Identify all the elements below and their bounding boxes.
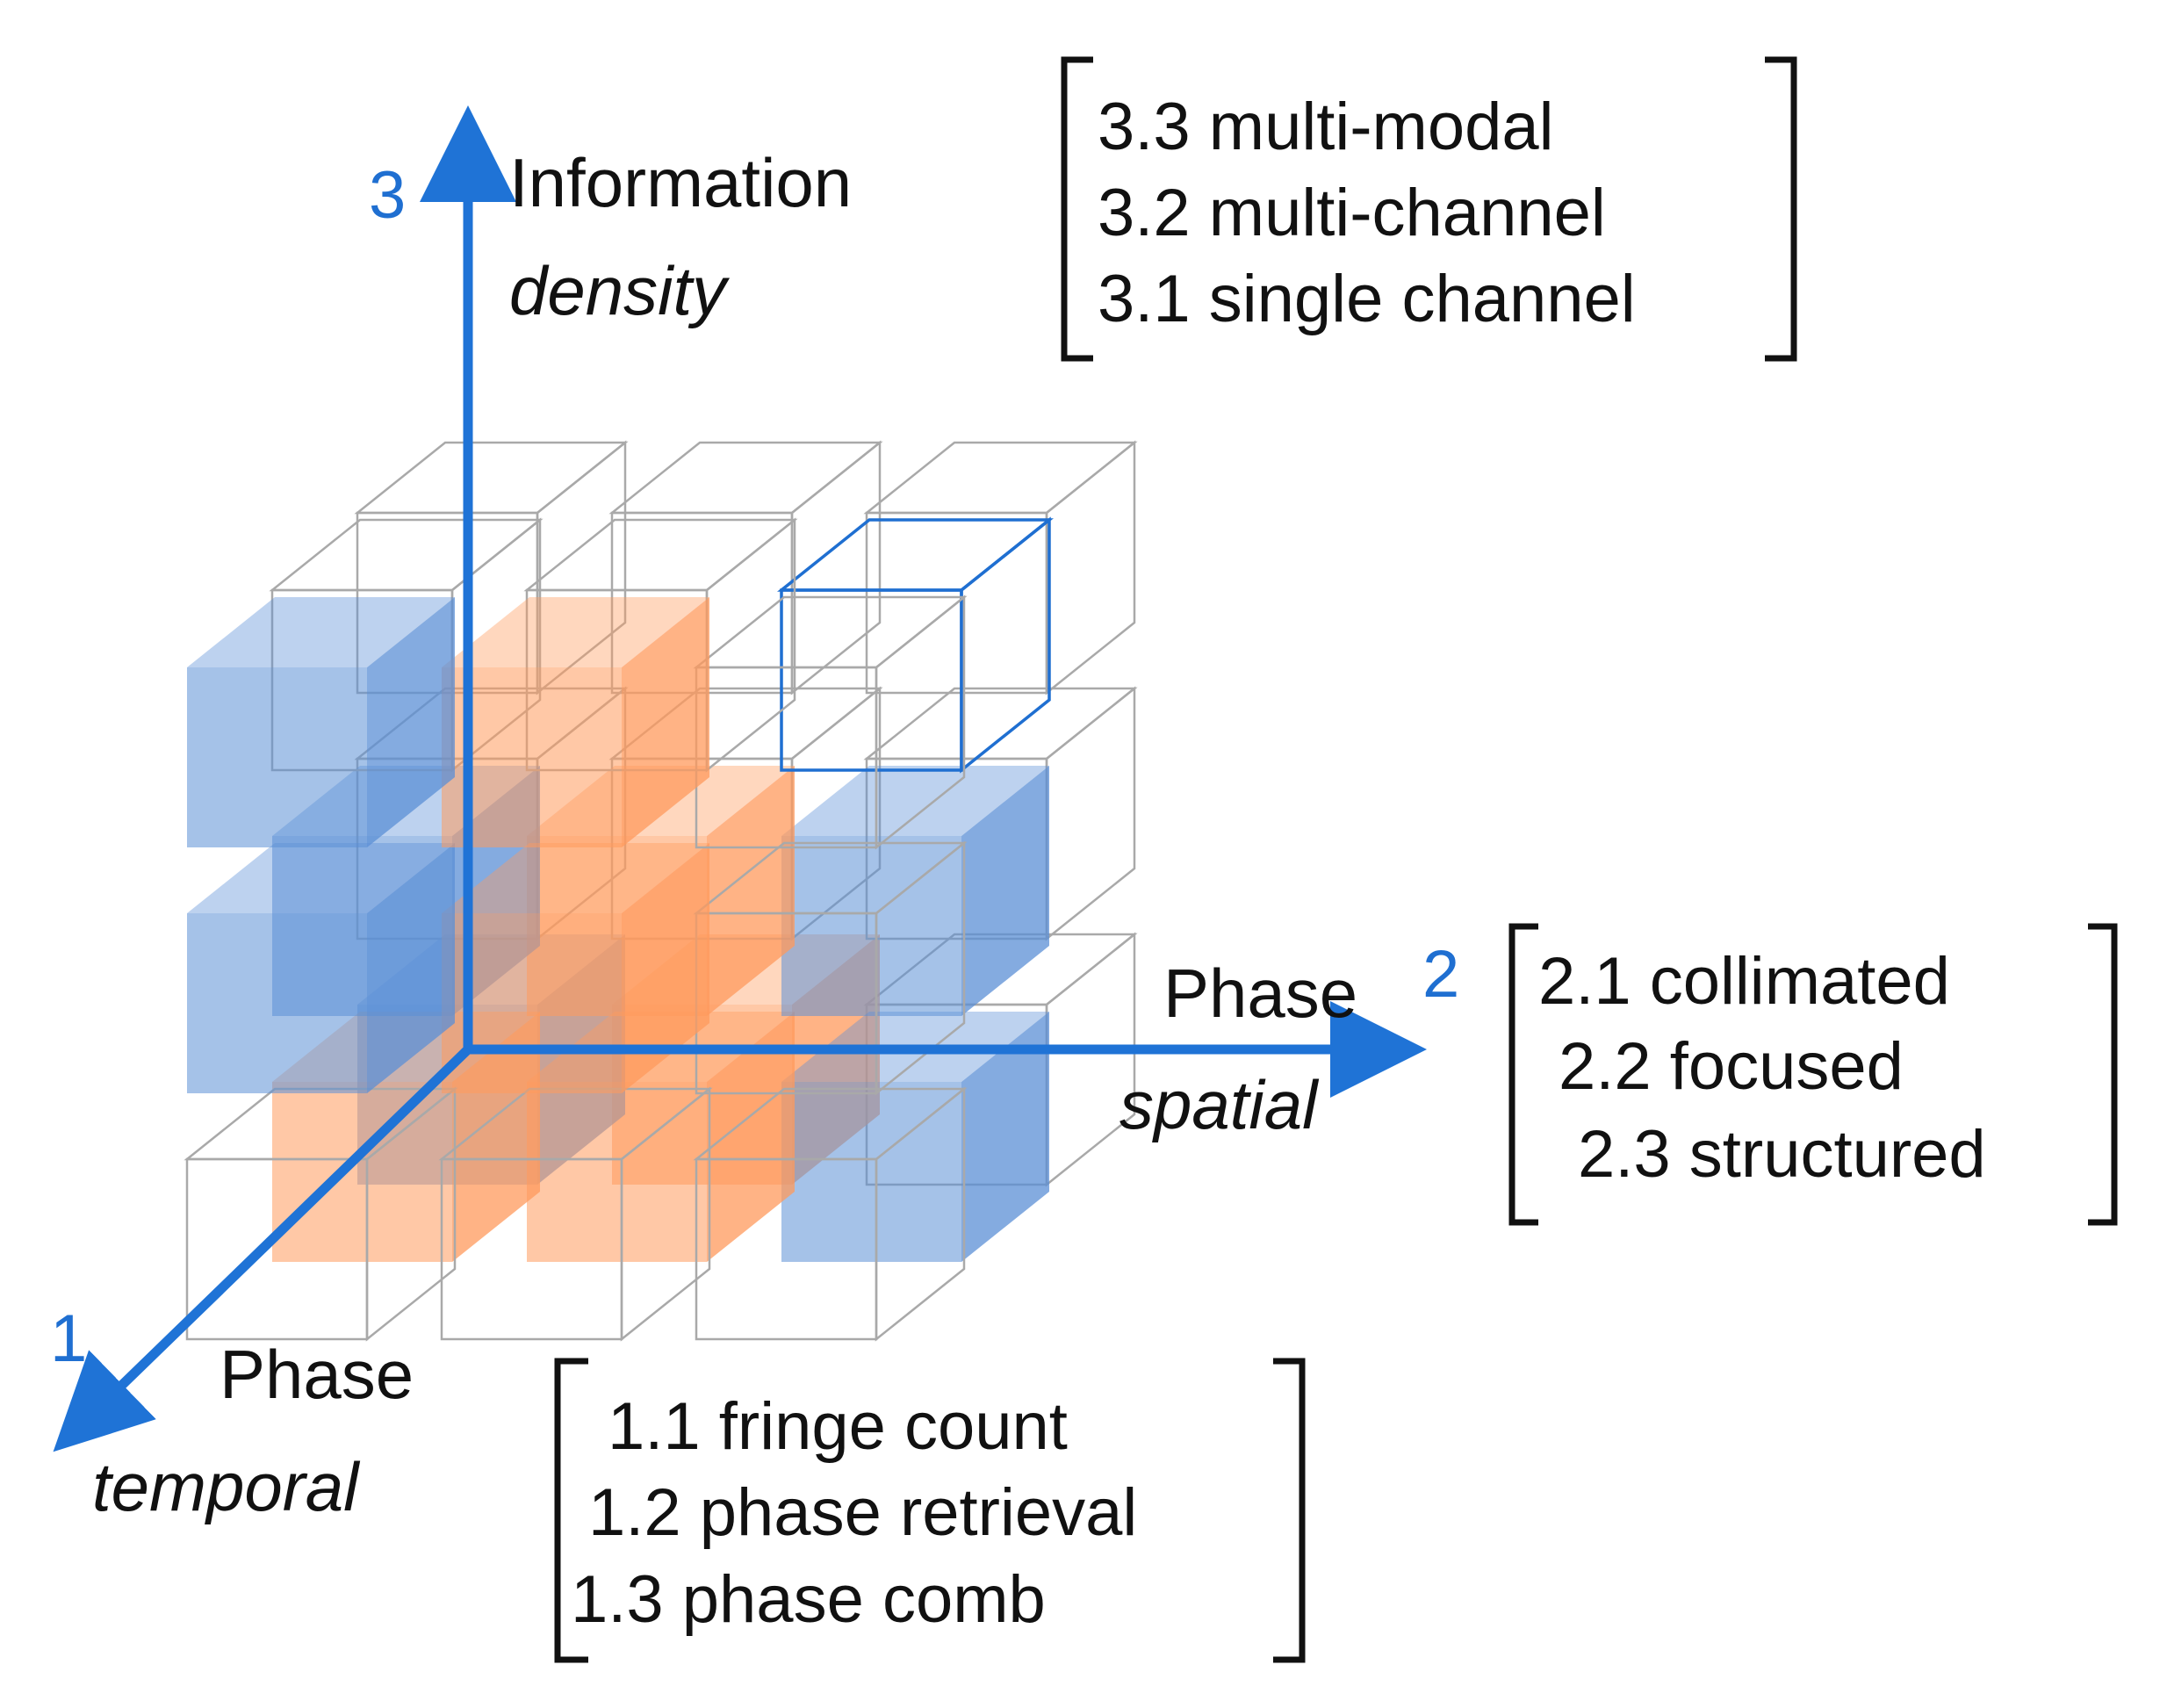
cube-side-face xyxy=(620,1086,711,1342)
cube-top-face xyxy=(863,441,1138,515)
cube-blue xyxy=(781,1012,1049,1262)
cube-top-face xyxy=(269,518,544,592)
bracket-item: 2.3 structured xyxy=(1578,1117,1986,1192)
axis-2-subtitle: spatial xyxy=(1119,1066,1320,1143)
cube-side-face xyxy=(367,843,455,1093)
cube-side-face xyxy=(622,597,709,847)
bracket-item: 2.2 focused xyxy=(1559,1029,1904,1104)
bracket-item: 1.1 fringe count xyxy=(608,1389,1068,1464)
cube-top-face xyxy=(523,518,798,592)
cube-top-face xyxy=(608,441,883,515)
cube-front-face xyxy=(527,1082,707,1262)
cube-top-face xyxy=(693,595,968,669)
bracket-right xyxy=(1765,56,1797,362)
bracket-left xyxy=(554,1358,588,1663)
cube-empty xyxy=(608,440,883,695)
bracket-right xyxy=(2088,923,2118,1226)
bracket-left xyxy=(1061,56,1093,362)
cube-blue xyxy=(781,766,1049,1016)
cube-empty xyxy=(438,1086,713,1342)
bracket-item: 3.2 multi-channel xyxy=(1098,176,1606,250)
axis-1-subtitle: temporal xyxy=(92,1448,361,1525)
cube-front-face xyxy=(781,1082,961,1262)
axis-1-number: 1 xyxy=(50,1301,87,1376)
axis-2-title: Phase xyxy=(1163,955,1357,1032)
bracket-item: 3.1 single channel xyxy=(1098,262,1636,336)
axis-3-number: 3 xyxy=(369,158,406,233)
cube-side-face xyxy=(367,597,455,847)
cube-top-face xyxy=(354,441,629,515)
cube-blue xyxy=(187,843,455,1093)
axes xyxy=(53,105,1427,1452)
bracket-information-density: 3.3 multi-modal 3.2 multi-channel 3.1 si… xyxy=(1061,56,1797,362)
cube-side-face xyxy=(961,1012,1049,1262)
cube-empty xyxy=(863,440,1138,695)
cube-grid xyxy=(184,440,1138,1342)
cube-side-face xyxy=(707,1012,795,1262)
cube-front-face xyxy=(781,836,961,1016)
cube-top-face xyxy=(781,766,1049,836)
cube-front-face xyxy=(442,667,622,847)
cube-side-face xyxy=(875,595,966,850)
cube-side-face xyxy=(1045,440,1136,695)
cube-front-face xyxy=(187,913,367,1093)
cube-orange xyxy=(442,597,709,847)
bracket-right xyxy=(1273,1358,1306,1663)
axis-depth-temporal xyxy=(53,1046,472,1452)
cube-top-face xyxy=(442,843,709,913)
axis-3-title: Information xyxy=(509,144,852,221)
cube-blue xyxy=(187,597,455,847)
cube-top-face xyxy=(777,518,1054,592)
axis-2-number: 2 xyxy=(1422,937,1459,1012)
axis-3-subtitle: density xyxy=(509,252,730,329)
cube-top-face xyxy=(187,597,455,667)
cube-top-face xyxy=(863,687,1138,760)
cube-side-face xyxy=(790,440,882,695)
bracket-item: 2.1 collimated xyxy=(1538,944,1950,1019)
cube-highlighted xyxy=(777,516,1054,774)
cube-side-face xyxy=(536,440,627,695)
cube-top-face xyxy=(187,843,455,913)
cube-side-face xyxy=(961,766,1049,1016)
cube-empty xyxy=(693,1086,968,1342)
cube-side-face xyxy=(622,843,709,1093)
cube-top-face xyxy=(442,597,709,667)
axis-1-title: Phase xyxy=(220,1336,414,1413)
bracket-temporal: 1.1 fringe count 1.2 phase retrieval 1.3… xyxy=(554,1358,1306,1663)
cube-side-face xyxy=(875,1086,966,1342)
cube-front-face xyxy=(187,667,367,847)
bracket-left xyxy=(1508,923,1538,1226)
bracket-spatial: 2.1 collimated 2.2 focused 2.3 structure… xyxy=(1508,923,2118,1226)
cube-side-face xyxy=(1045,686,1136,941)
bracket-item: 1.3 phase comb xyxy=(571,1562,1046,1637)
cube-side-face xyxy=(707,766,795,1016)
bracket-item: 1.2 phase retrieval xyxy=(588,1475,1137,1550)
bracket-item: 3.3 multi-modal xyxy=(1098,90,1554,164)
cube-front-face xyxy=(272,1082,452,1262)
cube-side-face xyxy=(1045,932,1136,1187)
cube-side-face xyxy=(960,516,1051,774)
